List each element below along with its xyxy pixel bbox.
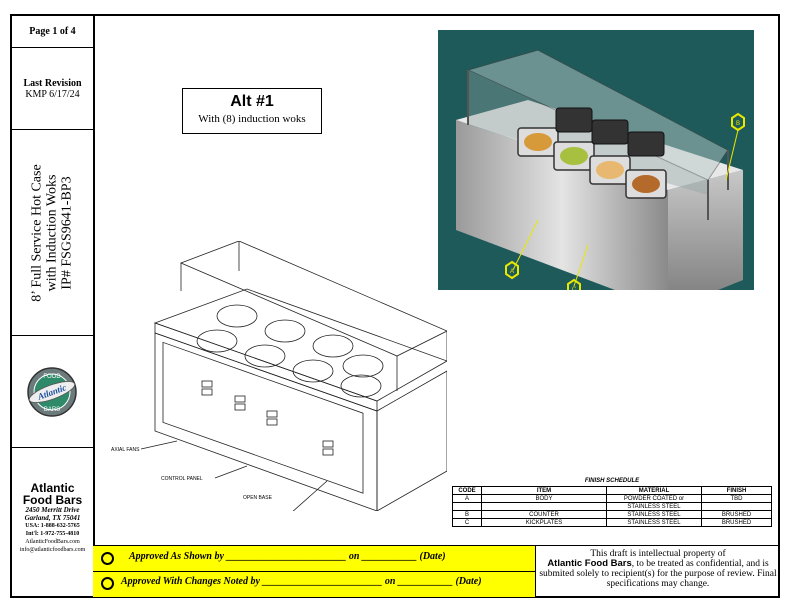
schedule-header: FINISH bbox=[701, 486, 772, 495]
drawing-frame: Page 1 of 4 Last Revision KMP 6/17/24 8’… bbox=[10, 14, 780, 598]
control-panel-label: CONTROL PANEL bbox=[161, 476, 203, 482]
table-row: B COUNTER STAINLESS STEEL BRUSHED bbox=[452, 510, 772, 519]
table-cell: BODY bbox=[481, 494, 607, 503]
alt-subtitle: With (8) induction woks bbox=[198, 113, 306, 125]
address-line2: Garland, TX 75041 bbox=[24, 514, 81, 522]
table-cell bbox=[481, 502, 607, 511]
finish-schedule-table: CODE ITEM MATERIAL FINISH A BODY POWDER … bbox=[452, 486, 772, 527]
schedule-header: MATERIAL bbox=[606, 486, 702, 495]
company-name-2: Food Bars bbox=[22, 493, 83, 507]
disclaimer-pre: This draft is intellectual property of bbox=[590, 549, 726, 559]
address-line1: 2450 Merritt Drive bbox=[25, 506, 80, 514]
approval-block: Approved As Shown by ___________________… bbox=[93, 545, 536, 597]
approval-row-changes: Approved With Changes Noted by _________… bbox=[93, 571, 535, 596]
table-cell: BRUSHED bbox=[701, 518, 772, 527]
disclaimer: This draft is intellectual property of A… bbox=[536, 545, 780, 596]
company-name-1: Atlantic bbox=[30, 481, 75, 495]
callout-a: A bbox=[510, 269, 514, 275]
revision-label: Last Revision bbox=[23, 78, 82, 89]
table-cell: POWDER COATED or bbox=[606, 494, 702, 503]
line-drawing: AXIAL FANS CONTROL PANEL OPEN BASE bbox=[97, 240, 448, 516]
table-cell: B bbox=[452, 510, 482, 519]
table-cell bbox=[452, 502, 482, 511]
approve-shown-text: Approved As Shown by ___________________… bbox=[129, 551, 446, 562]
logo-block: FOOD Atlantic BARS bbox=[12, 336, 93, 448]
drawing-title-block: 8’ Full Service Hot Case with Induction … bbox=[12, 130, 93, 336]
drawing-title-line1: 8’ Full Service Hot Case bbox=[29, 164, 45, 302]
phone-usa: USA: 1-888-632-5765 bbox=[25, 523, 80, 529]
schedule-header-row: CODE ITEM MATERIAL FINISH bbox=[452, 486, 772, 495]
axial-fans-label: AXIAL FANS bbox=[111, 447, 140, 453]
callout-b: B bbox=[736, 121, 740, 127]
table-row: STAINLESS STEEL bbox=[452, 502, 772, 511]
title-block: Page 1 of 4 Last Revision KMP 6/17/24 8’… bbox=[12, 16, 95, 596]
callout-c: C bbox=[572, 287, 577, 290]
open-base-label: OPEN BASE bbox=[243, 495, 273, 501]
schedule-header: ITEM bbox=[481, 486, 607, 495]
page-number: Page 1 of 4 bbox=[12, 16, 93, 48]
approve-changes-radio[interactable] bbox=[101, 577, 114, 590]
revision-block: Last Revision KMP 6/17/24 bbox=[12, 48, 93, 130]
table-cell: BRUSHED bbox=[701, 510, 772, 519]
finish-schedule-title: FINISH SCHEDULE bbox=[584, 478, 640, 484]
table-cell: KICKPLATES bbox=[481, 518, 607, 527]
table-cell: TBD bbox=[701, 494, 772, 503]
alt-title: Alt #1 bbox=[230, 93, 274, 110]
phone-intl: Int'l: 1-972-755-4810 bbox=[25, 531, 80, 537]
revision-value: KMP 6/17/24 bbox=[25, 89, 80, 100]
table-row: C KICKPLATES STAINLESS STEEL BRUSHED bbox=[452, 518, 772, 527]
drawing-title-line2: with Induction Woks bbox=[44, 174, 60, 292]
schedule-header: CODE bbox=[452, 486, 482, 495]
disclaimer-post: , to be treated as confidential, and is … bbox=[539, 559, 777, 589]
disclaimer-company: Atlantic Food Bars bbox=[547, 558, 632, 569]
drawing-title-line3: IP# FSGS9641-BP3 bbox=[59, 176, 75, 290]
company-block: Atlantic Food Bars 2450 Merritt Drive Ga… bbox=[12, 448, 93, 596]
atlantic-logo-icon: FOOD Atlantic BARS bbox=[27, 367, 77, 417]
website: AtlanticFoodBars.com bbox=[25, 539, 80, 545]
table-cell: COUNTER bbox=[481, 510, 607, 519]
table-cell: STAINLESS STEEL bbox=[606, 518, 702, 527]
email: info@atlanticfoodbars.com bbox=[19, 547, 86, 553]
table-cell: STAINLESS STEEL bbox=[606, 510, 702, 519]
table-cell: STAINLESS STEEL bbox=[606, 502, 702, 511]
product-render: A C B bbox=[438, 30, 754, 310]
hot-case-render-image: A C B bbox=[456, 49, 745, 310]
approve-changes-text: Approved With Changes Noted by _________… bbox=[121, 576, 482, 587]
table-row: A BODY POWDER COATED or TBD bbox=[452, 494, 772, 503]
logo-text-bottom: BARS bbox=[44, 407, 60, 413]
logo-text-top: FOOD bbox=[43, 374, 61, 380]
approval-row-shown: Approved As Shown by ___________________… bbox=[93, 546, 535, 572]
table-cell bbox=[701, 502, 772, 511]
table-cell: C bbox=[452, 518, 482, 527]
approve-shown-radio[interactable] bbox=[101, 552, 114, 565]
alt-box: Alt #1 With (8) induction woks bbox=[182, 88, 322, 134]
table-cell: A bbox=[452, 494, 482, 503]
hot-case-line-drawing: AXIAL FANS CONTROL PANEL OPEN BASE bbox=[111, 240, 448, 514]
